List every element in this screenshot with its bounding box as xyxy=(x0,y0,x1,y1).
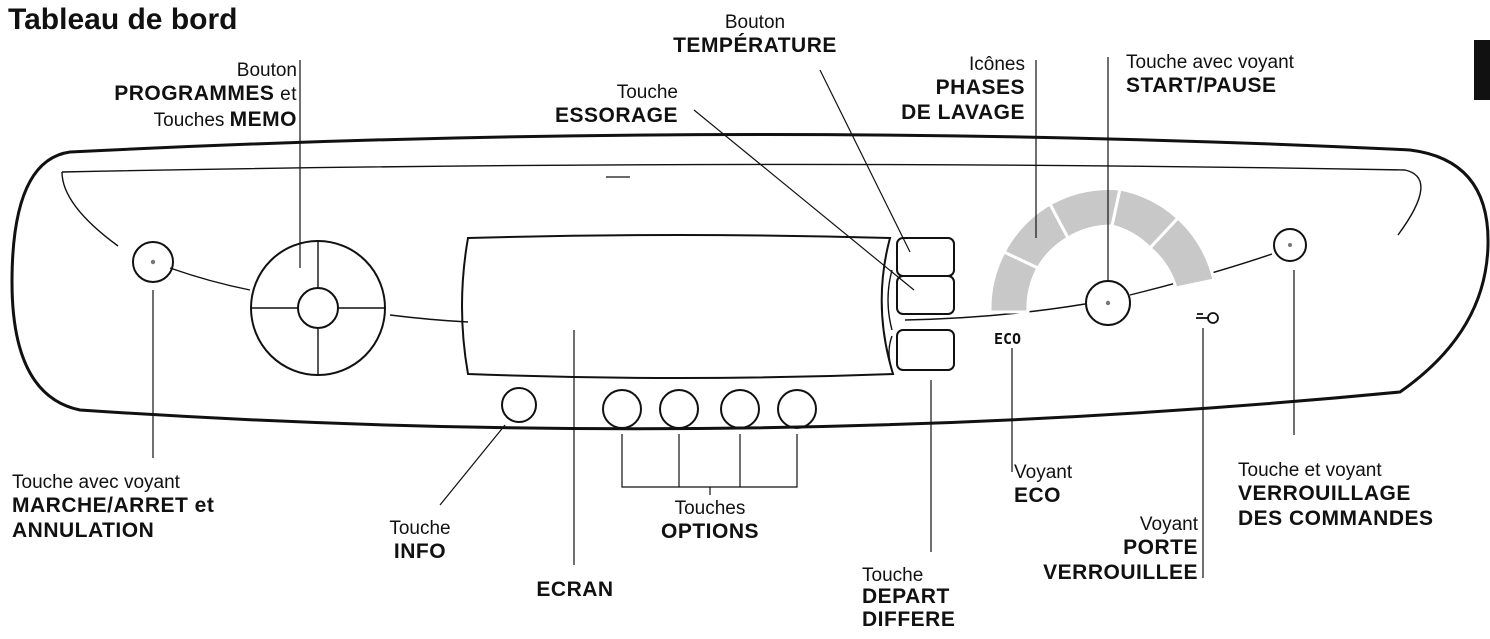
page-title: Tableau de bord xyxy=(8,3,238,36)
option-button-4[interactable] xyxy=(777,389,817,429)
spin-button[interactable] xyxy=(896,275,955,315)
wash-phase-icons xyxy=(988,187,1216,314)
label-eco: Voyant ECO xyxy=(1014,462,1073,507)
corner-tab xyxy=(1474,40,1490,100)
leader-lines xyxy=(152,57,1295,578)
power-button[interactable] xyxy=(132,241,174,283)
panel-inner-left xyxy=(61,171,119,247)
label-phases: Icônes PHASES DE LAVAGE xyxy=(901,54,1025,124)
label-marche-arret: Touche avec voyant MARCHE/ARRET et ANNUL… xyxy=(12,472,215,542)
label-porte-verrouillee: Voyant PORTE VERROUILLEE xyxy=(1043,514,1198,584)
label-verrouillage: Touche et voyant VERROUILLAGE DES COMMAN… xyxy=(1238,460,1434,530)
delay-start-button[interactable] xyxy=(896,329,955,371)
label-info: Touche INFO xyxy=(389,518,451,563)
label-ecran: ECRAN xyxy=(536,578,614,601)
label-essorage: Touche ESSORAGE xyxy=(554,82,678,127)
display-screen xyxy=(461,234,895,379)
lock-button[interactable] xyxy=(1273,228,1307,262)
label-options: Touches OPTIONS xyxy=(660,498,759,543)
option-button-2[interactable] xyxy=(659,389,699,429)
option-button-1[interactable] xyxy=(602,389,642,429)
panel-inner-line xyxy=(61,163,1422,236)
eco-panel-mark: ECO xyxy=(994,330,1022,348)
option-button-3[interactable] xyxy=(720,389,760,429)
label-temperature: Bouton TEMPÉRATURE xyxy=(673,12,837,57)
program-dial-center[interactable] xyxy=(297,287,339,329)
label-depart-differe: Touche DEPART DIFFERE xyxy=(862,565,956,631)
panel-outline xyxy=(10,132,1490,431)
info-button[interactable] xyxy=(501,387,537,423)
key-icon xyxy=(1196,312,1219,324)
panel-wave-line xyxy=(169,253,1273,323)
label-programmes: Bouton PROGRAMMES et Touches MEMO xyxy=(114,60,297,131)
label-start-pause: Touche avec voyant START/PAUSE xyxy=(1126,52,1294,97)
